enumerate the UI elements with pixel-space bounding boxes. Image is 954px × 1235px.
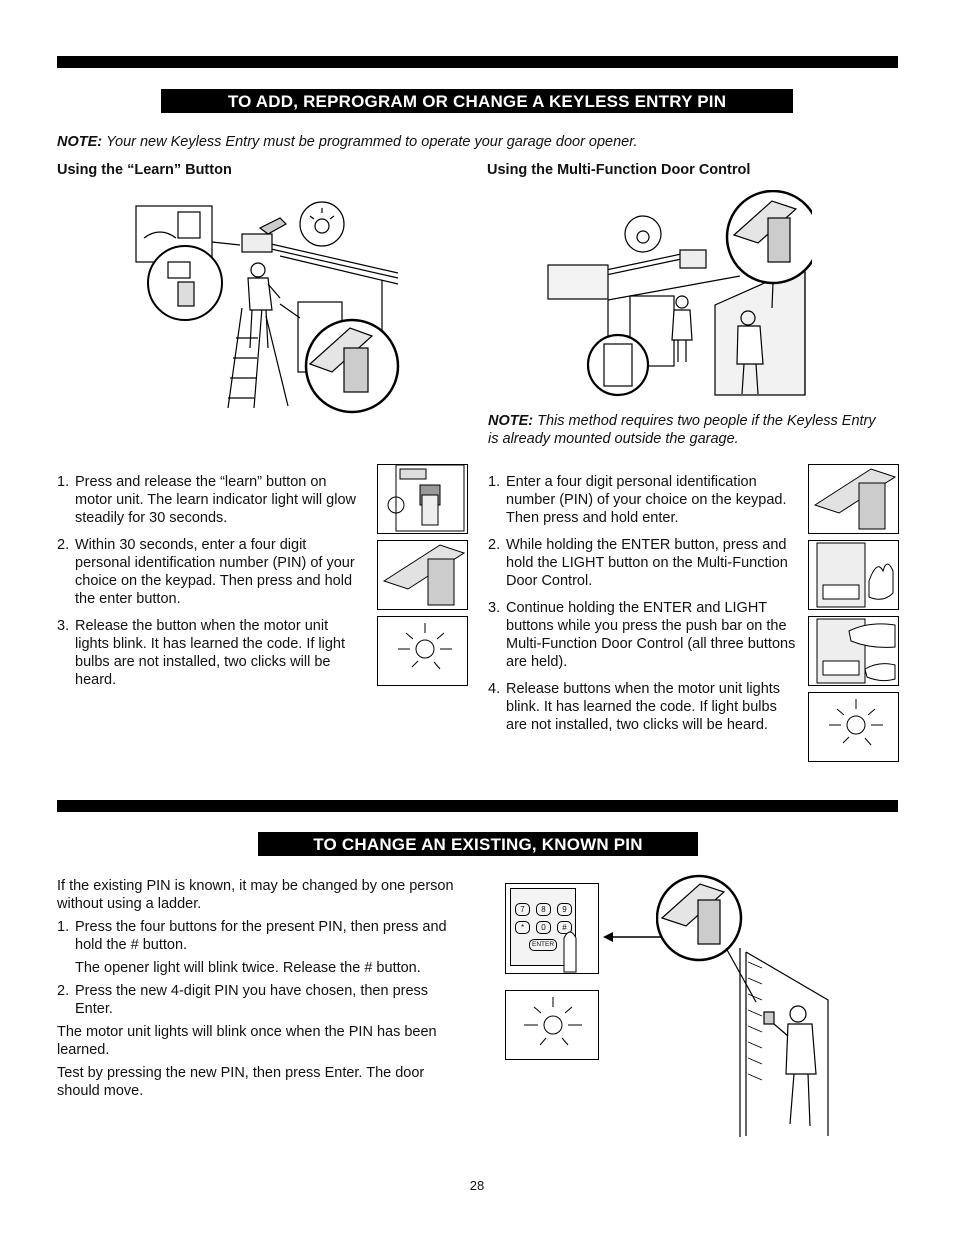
right-note-text: This method requires two people if the K… xyxy=(488,413,876,447)
keypad-enter-key: ENTER xyxy=(529,939,557,951)
keypad-key: 8 xyxy=(536,903,551,916)
top-rule xyxy=(57,56,898,68)
keypad-key: 7 xyxy=(515,903,530,916)
section2-intro: If the existing PIN is known, it may be … xyxy=(57,878,454,912)
section2-after1: The motor unit lights will blink once wh… xyxy=(57,1024,437,1058)
keypad-key: # xyxy=(557,921,572,934)
right-note: NOTE: This method requires two people if… xyxy=(488,412,888,448)
light-bulb-icon xyxy=(505,990,599,1060)
right-heading: Using the Multi-Function Door Control xyxy=(487,162,751,178)
list-item: 1.Press and release the “learn” button o… xyxy=(57,474,357,526)
keypad-closeup: 7 8 9 * 0 # ENTER xyxy=(505,883,599,974)
list-item: 1.Enter a four digit personal identifica… xyxy=(488,474,787,526)
middle-rule xyxy=(57,800,898,812)
list-item: 2.While holding the ENTER button, press … xyxy=(488,537,788,589)
keypad-key: * xyxy=(515,921,530,934)
list-item: 3.Continue holding the ENTER and LIGHT b… xyxy=(488,600,796,670)
section-title-add-pin: TO ADD, REPROGRAM OR CHANGE A KEYLESS EN… xyxy=(161,89,793,113)
note-text: Your new Keyless Entry must be programme… xyxy=(106,134,638,150)
left-steps-list: 1.Press and release the “learn” button o… xyxy=(57,473,357,698)
list-item: 4.Release buttons when the motor unit li… xyxy=(488,681,781,733)
keypad-key: 0 xyxy=(536,921,551,934)
list-item: 2.Within 30 seconds, enter a four digit … xyxy=(57,537,355,607)
hand-icon xyxy=(563,931,577,973)
note-label: NOTE: xyxy=(57,134,103,150)
hand-icon xyxy=(868,563,894,600)
left-heading: Using the “Learn” Button xyxy=(57,162,232,178)
list-item: 3.Release the button when the motor unit… xyxy=(57,618,346,688)
keypad-key: 9 xyxy=(557,903,572,916)
light-bulb-icon xyxy=(808,692,899,762)
page-number: 28 xyxy=(469,1178,485,1193)
right-note-label: NOTE: xyxy=(488,413,534,429)
right-steps-list: 1.Enter a four digit personal identifica… xyxy=(488,473,798,743)
door-control-icon xyxy=(808,616,899,686)
learn-button-illustration xyxy=(130,198,410,418)
list-item: 1.Press the four buttons for the present… xyxy=(57,919,447,953)
motor-unit-icon xyxy=(377,464,468,534)
list-item: 2.Press the new 4-digit PIN you have cho… xyxy=(57,983,429,1017)
section2-text: If the existing PIN is known, it may be … xyxy=(57,877,457,1100)
section-title-change-pin: TO CHANGE AN EXISTING, KNOWN PIN xyxy=(258,832,698,856)
door-control-illustration xyxy=(540,190,812,400)
section2-after2: Test by pressing the new PIN, then press… xyxy=(57,1065,425,1099)
arrow-icon xyxy=(603,930,663,944)
note-line: NOTE: Your new Keyless Entry must be pro… xyxy=(57,133,897,151)
light-bulb-icon xyxy=(377,616,468,686)
section2-steps-list: 1.Press the four buttons for the present… xyxy=(57,918,457,1018)
hand-icon xyxy=(848,623,896,648)
keyless-keypad-icon xyxy=(808,464,899,534)
exterior-keypad-illustration xyxy=(656,872,836,1137)
door-control-icon xyxy=(808,540,899,610)
list-item: The opener light will blink twice. Relea… xyxy=(75,960,421,976)
keyless-keypad-icon xyxy=(377,540,468,610)
